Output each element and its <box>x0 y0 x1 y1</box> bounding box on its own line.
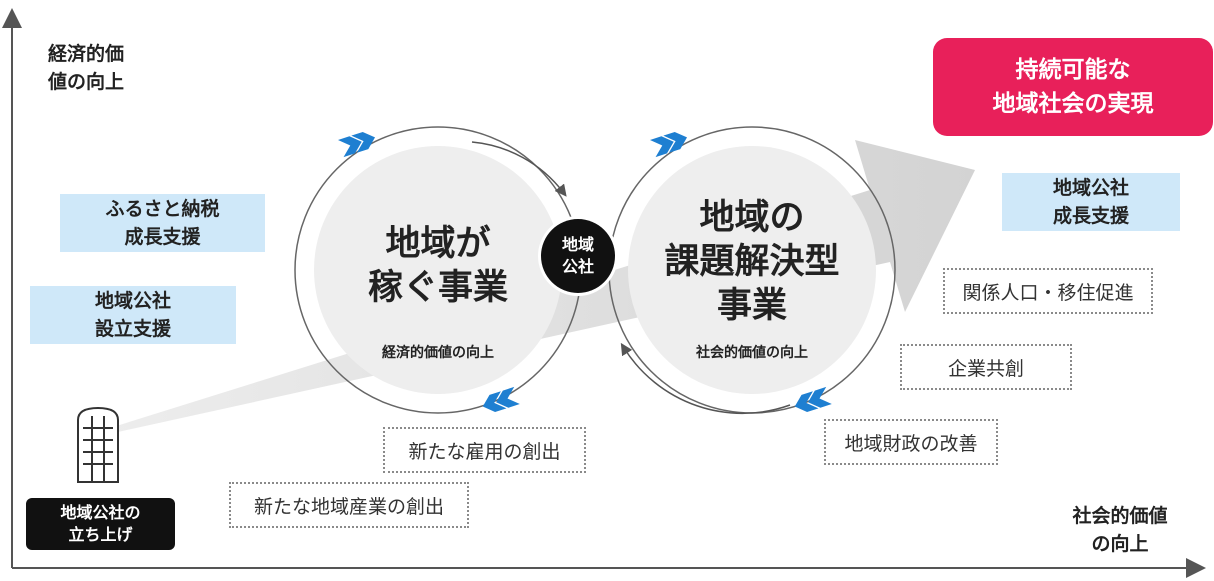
establishment-support-box: 地域公社 設立支援 <box>30 286 236 344</box>
new-jobs-box: 新たな雇用の創出 <box>383 427 586 473</box>
y-axis-label: 経済的価 値の向上 <box>48 43 125 93</box>
chevron-left-icon <box>482 386 520 413</box>
growth-support-box: 地域公社 成長支援 <box>1002 173 1180 231</box>
chevron-left-icon <box>794 386 832 413</box>
right-circle-title: 地域の 課題解決型 事業 <box>664 198 840 326</box>
left-circle-title: 地域が 稼ぐ事業 <box>367 224 508 308</box>
x-axis-label: 社会的価値 の向上 <box>1072 505 1168 555</box>
growth-arrow <box>110 140 975 432</box>
furusato-support-box: ふるさと納税 成長支援 <box>60 194 265 252</box>
launch-label: 地域公社の 立ち上げ <box>26 498 175 550</box>
right-circle-subtitle: 社会的価値の向上 <box>696 345 808 361</box>
relationship-migration-box: 関係人口・移住促進 <box>943 268 1153 314</box>
finance-improvement-box: 地域財政の改善 <box>824 419 998 465</box>
hub-circle: 地域 公社 <box>541 219 615 293</box>
building-icon <box>77 406 119 483</box>
chevron-right-icon <box>338 131 376 158</box>
left-circle-subtitle: 経済的価値の向上 <box>382 345 494 361</box>
new-industry-box: 新たな地域産業の創出 <box>229 482 469 528</box>
goal-box: 持続可能な 地域社会の実現 <box>933 38 1213 136</box>
chevron-right-icon <box>650 131 688 158</box>
co-creation-box: 企業共創 <box>900 344 1072 390</box>
